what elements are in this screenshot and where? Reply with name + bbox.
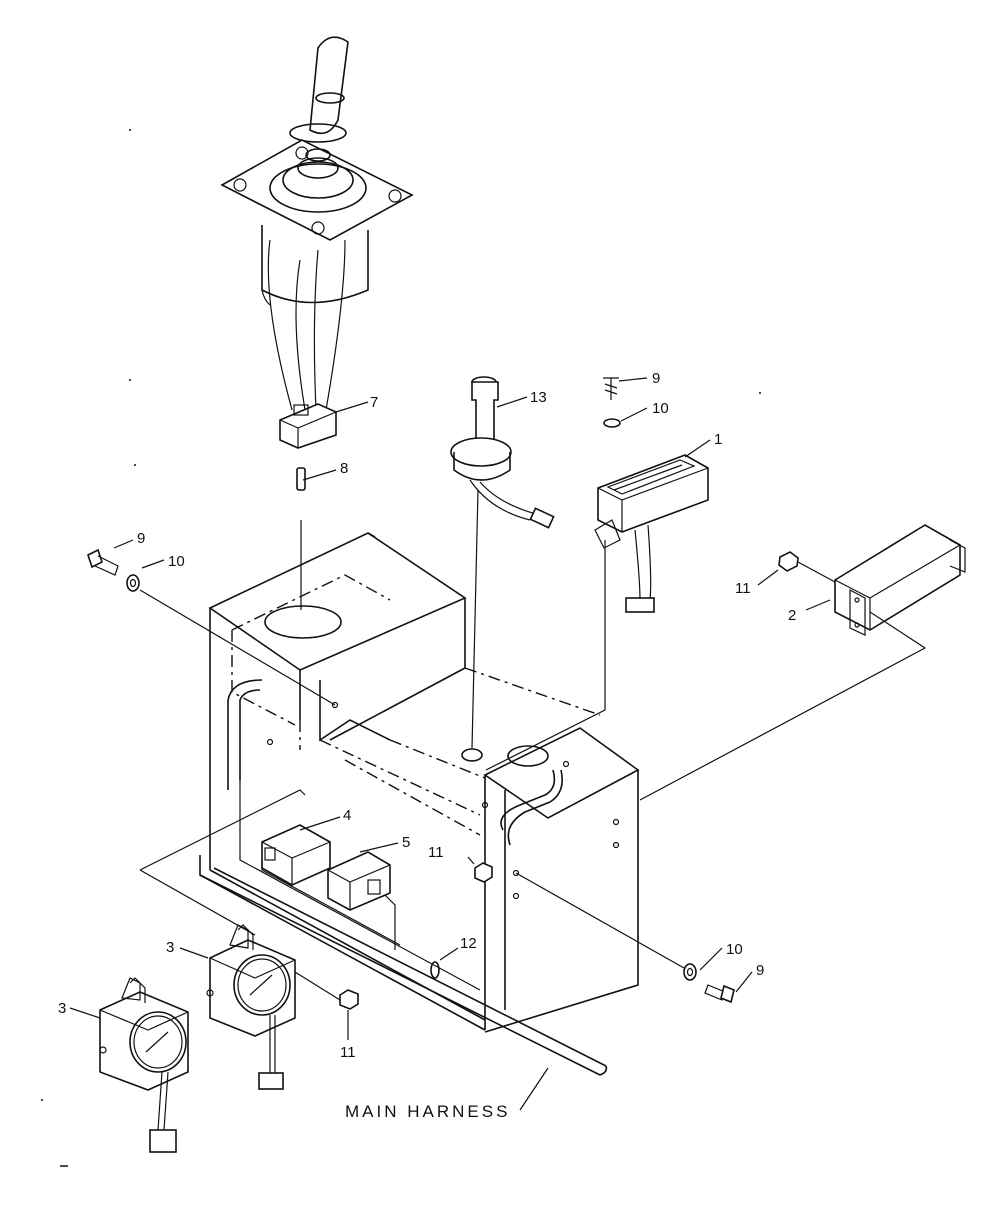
callout-labels: 7 8 13 9 10 1 9 10 11 2 4 5 11 12 3 3 11… xyxy=(58,370,796,1121)
screw-9-left xyxy=(87,548,140,592)
callout-10-right: 10 xyxy=(726,941,743,958)
leader-lines xyxy=(69,377,927,1111)
callout-3-upper: 3 xyxy=(166,939,174,956)
callout-2: 2 xyxy=(788,607,796,624)
callout-1: 1 xyxy=(714,431,722,448)
screw-9-right xyxy=(683,963,735,1004)
callout-10-left: 10 xyxy=(168,553,185,570)
callout-4: 4 xyxy=(343,807,351,824)
callout-12: 12 xyxy=(460,935,477,952)
switch-13 xyxy=(450,376,555,529)
callout-9-left: 9 xyxy=(137,530,145,547)
main-harness-label: MAIN HARNESS xyxy=(345,1102,510,1121)
callout-7: 7 xyxy=(370,394,378,411)
callout-10-top: 10 xyxy=(652,400,669,417)
scan-specks xyxy=(41,129,761,1167)
control-box xyxy=(199,532,640,1033)
sensor-3-upper xyxy=(206,924,359,1090)
switch-box-1 xyxy=(594,377,709,613)
callout-11-right: 11 xyxy=(735,580,751,597)
sensor-3-lower xyxy=(99,977,189,1153)
main-harness-cable xyxy=(199,867,608,1076)
callout-11-lower: 11 xyxy=(340,1044,356,1061)
callout-9-right: 9 xyxy=(756,962,764,979)
joystick-assembly xyxy=(220,36,414,491)
callout-8: 8 xyxy=(340,460,348,477)
callout-3-lower: 3 xyxy=(58,1000,66,1017)
callout-11-center: 11 xyxy=(428,844,444,861)
relay-2 xyxy=(778,524,966,636)
callout-5: 5 xyxy=(402,834,410,851)
callout-13: 13 xyxy=(530,389,547,406)
callout-9-top: 9 xyxy=(652,370,660,387)
